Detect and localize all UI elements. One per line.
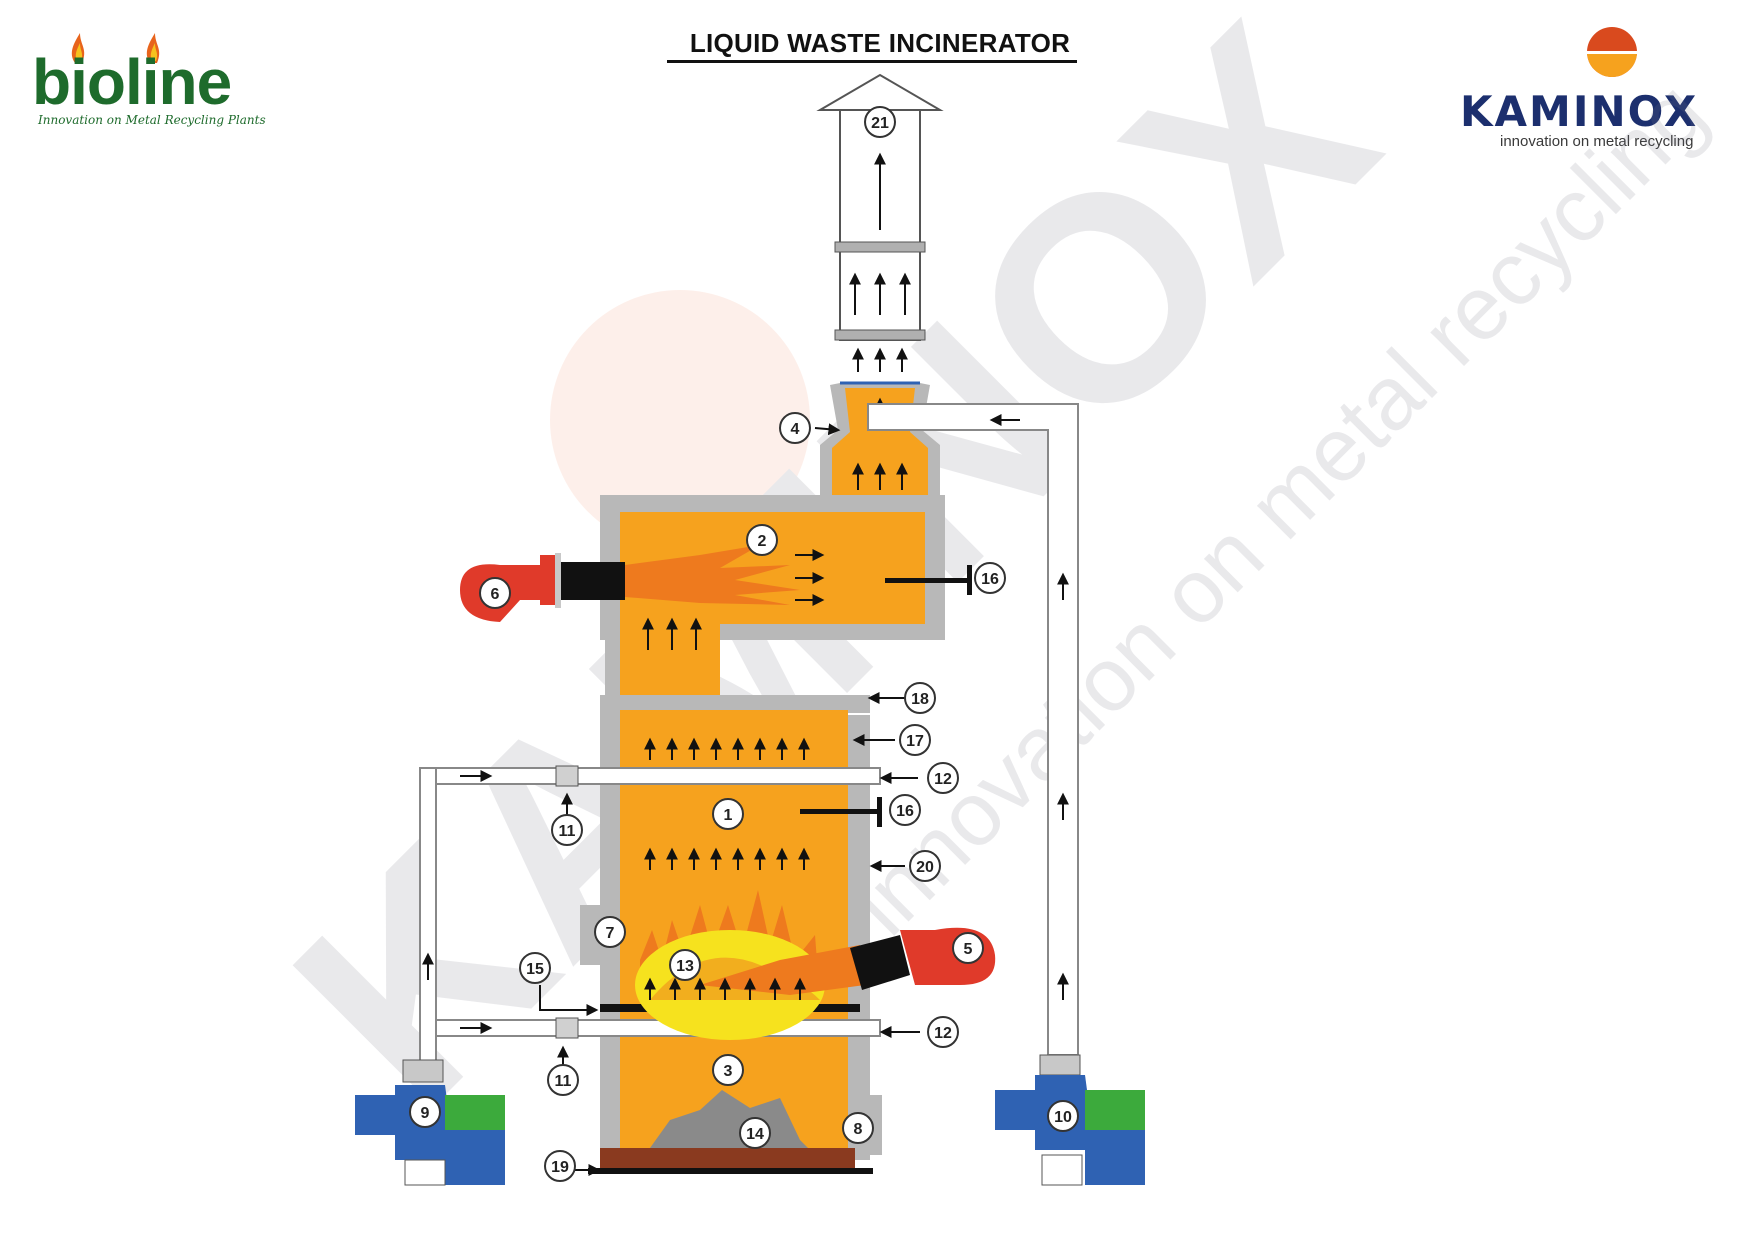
kaminox-tagline: innovation on metal recycling (1500, 133, 1694, 150)
callout-11: 11 (551, 814, 583, 846)
bioline-wordmark: bioline (32, 46, 232, 118)
callout-label: 11 (559, 823, 576, 840)
temperature-probes (800, 797, 882, 827)
callout-label: 6 (491, 586, 500, 603)
callout-label: 8 (854, 1121, 863, 1138)
callout-label: 7 (606, 925, 615, 942)
callout-11: 11 (547, 1064, 579, 1096)
callout-10: 10 (1047, 1100, 1079, 1132)
callout-16: 16 (974, 562, 1006, 594)
callout-2: 2 (746, 524, 778, 556)
kaminox-wordmark: KAMINOX (1460, 87, 1699, 136)
callout-label: 14 (746, 1126, 764, 1143)
page-title: LIQUID WASTE INCINERATOR (689, 28, 1071, 58)
callout-label: 17 (906, 733, 924, 750)
callout-label: 19 (551, 1159, 569, 1176)
callout-label: 9 (421, 1105, 430, 1122)
callout-12: 12 (927, 1016, 959, 1048)
callout-3: 3 (712, 1054, 744, 1086)
callout-9: 9 (409, 1096, 441, 1128)
chimney-stack (816, 73, 944, 372)
callout-8: 8 (842, 1112, 874, 1144)
callout-16: 16 (889, 794, 921, 826)
callout-15: 15 (519, 952, 551, 984)
quench-neck (820, 381, 940, 495)
callout-1: 1 (712, 798, 744, 830)
flow-arrows-primary (644, 737, 810, 870)
callout-label: 21 (871, 115, 889, 132)
callout-label: 16 (896, 803, 914, 820)
callout-19: 19 (544, 1150, 576, 1182)
callout-label: 16 (981, 571, 999, 588)
callout-label: 11 (555, 1073, 572, 1090)
bioline-logo: bioline Innovation on Metal Recycling Pl… (30, 25, 290, 135)
bioline-flames-icon (71, 33, 160, 63)
callout-label: 4 (791, 421, 800, 438)
bioline-tagline: Innovation on Metal Recycling Plants (38, 113, 266, 127)
callout-18: 18 (904, 682, 936, 714)
callout-label: 20 (916, 859, 934, 876)
callout-label: 13 (676, 958, 694, 975)
callout-label: 2 (758, 533, 767, 550)
callout-label: 12 (934, 771, 952, 788)
callout-7: 7 (594, 916, 626, 948)
fan-9 (355, 1059, 505, 1186)
callout-5: 5 (952, 932, 984, 964)
kaminox-logo: KAMINOX innovation on metal recycling (1460, 25, 1730, 155)
callout-6: 6 (479, 577, 511, 609)
callout-label: 3 (724, 1063, 733, 1080)
kaminox-sun-icon (1587, 27, 1637, 77)
callout-4: 4 (779, 412, 811, 444)
flow-arrows-grate (644, 977, 806, 1000)
callout-17: 17 (899, 724, 931, 756)
fan-10 (995, 1054, 1145, 1186)
callout-label: 15 (526, 961, 544, 978)
callout-14: 14 (739, 1117, 771, 1149)
callout-label: 10 (1054, 1109, 1072, 1126)
callout-20: 20 (909, 850, 941, 882)
callout-label: 5 (964, 941, 973, 958)
title-underline (667, 60, 1077, 63)
callout-label: 12 (934, 1025, 952, 1042)
callout-12: 12 (927, 762, 959, 794)
callout-13: 13 (669, 949, 701, 981)
callout-label: 18 (911, 691, 929, 708)
callout-label: 1 (724, 807, 733, 824)
callout-21: 21 (864, 106, 896, 138)
